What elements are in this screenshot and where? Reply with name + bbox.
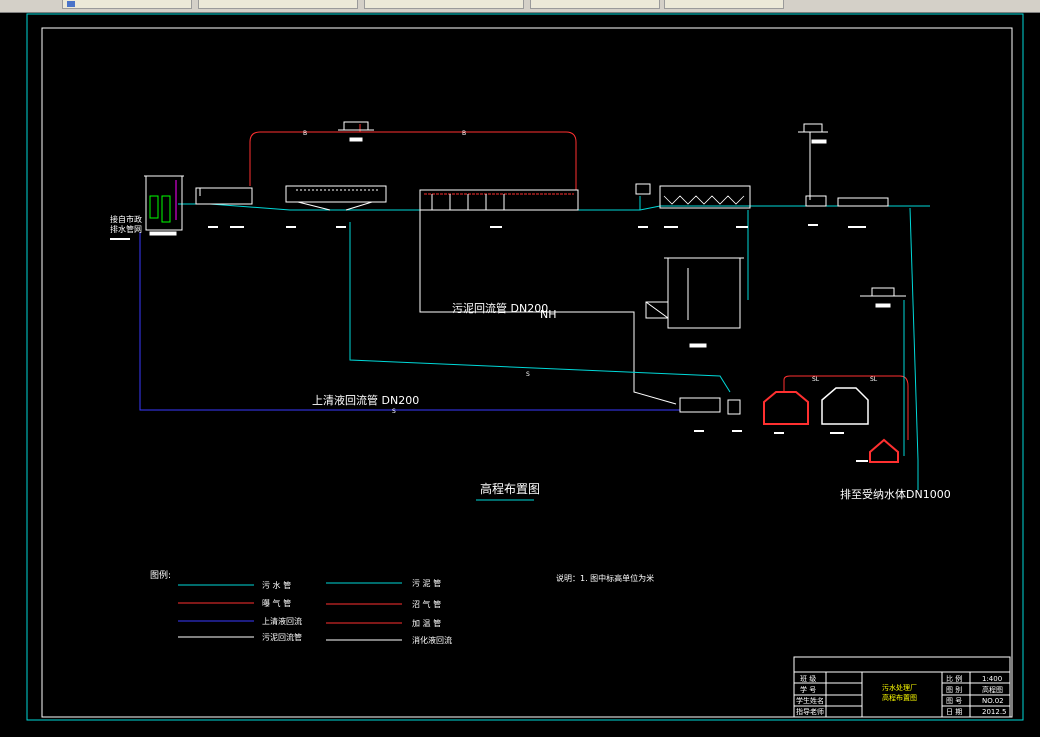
air-pipe xyxy=(249,131,577,190)
discharge-label: 排至受纳水体DN1000 xyxy=(840,487,951,501)
drawing-title: 高程布置图 xyxy=(480,481,540,496)
document-tab-5[interactable] xyxy=(664,0,784,9)
contact-tank xyxy=(805,195,889,207)
sheet-icon xyxy=(67,1,75,7)
grit-chamber xyxy=(195,187,253,205)
document-tab-3[interactable] xyxy=(364,0,524,9)
pipe-s-tag-2: S xyxy=(392,408,396,415)
digester-2 xyxy=(821,387,869,425)
tb-date-value: 2012.5 xyxy=(982,708,1007,716)
thickener xyxy=(679,397,741,415)
drawing-note: 说明：1. 图中标高单位为米 xyxy=(556,573,654,583)
tb-project-name: 污水处理厂 xyxy=(882,683,917,692)
secondary-clarifier xyxy=(635,183,751,209)
inlet-pump-well xyxy=(144,175,184,236)
tb-scale-value: 1:400 xyxy=(982,675,1002,683)
pipe-sl-tag: SL xyxy=(812,376,820,383)
cad-drawing-canvas[interactable]: 污泥回流管 DN200 NH 上清液回流管 DN200 排至受纳水体DN1000… xyxy=(0,12,1040,733)
tb-student-id: 学 号 xyxy=(800,685,816,694)
sludge-pump-house xyxy=(645,257,744,348)
legend-label-digestate: 消化液回流 xyxy=(412,635,452,645)
sewage-main-line xyxy=(178,196,930,490)
legend-label-sludge-return: 污泥回流管 xyxy=(262,632,302,642)
legend-label-sewage: 污 水 管 xyxy=(262,580,291,590)
inlet-note-2: 排水管网 xyxy=(110,224,142,234)
outer-frame xyxy=(26,13,1024,721)
legend-label-heating: 加 温 管 xyxy=(412,618,441,628)
legend-heading: 图例: xyxy=(150,569,171,581)
document-tab-2[interactable] xyxy=(198,0,358,9)
nh-label: NH xyxy=(540,308,557,321)
biogas-pipe xyxy=(783,375,909,440)
document-tab-strip xyxy=(0,0,1040,13)
supernatant-return-label: 上清液回流管 DN200 xyxy=(312,393,419,407)
elevation-drawing: 污泥回流管 DN200 NH 上清液回流管 DN200 排至受纳水体DN1000… xyxy=(26,13,1024,721)
legend-label-supernatant: 上清液回流 xyxy=(262,616,302,626)
inner-frame xyxy=(41,27,1013,718)
primary-clarifier xyxy=(285,185,387,211)
pipe-s-tag: S xyxy=(526,371,530,378)
tb-number-key: 图 号 xyxy=(946,697,962,705)
sludge-return-label: 污泥回流管 DN200 xyxy=(452,301,548,315)
pipe-sl-tag-2: SL xyxy=(870,376,878,383)
blower-house-top xyxy=(338,121,374,142)
supernatant-return-line xyxy=(139,232,680,411)
title-block xyxy=(793,656,1011,718)
tb-type-value: 高程图 xyxy=(982,685,1003,694)
document-tab-4[interactable] xyxy=(530,0,660,9)
document-tab-1[interactable] xyxy=(62,0,192,9)
elevated-tank-right xyxy=(798,123,828,200)
tb-advisor: 指导老师 xyxy=(796,707,824,716)
tb-student-name: 学生姓名 xyxy=(796,696,824,705)
legend: 图例: 污 水 管 曝 气 管 上清液回流 污泥回流管 污 泥 管 沼 气 管 … xyxy=(150,569,452,645)
elevation-tags xyxy=(110,224,868,462)
digester-1 xyxy=(763,391,809,425)
legend-label-air: 曝 气 管 xyxy=(262,598,291,608)
sludge-return-line xyxy=(419,210,677,405)
pipe-b-tag: B xyxy=(303,130,307,137)
tb-class: 班 级 xyxy=(800,674,816,683)
sludge-pipe xyxy=(349,222,731,393)
legend-label-sludge: 污 泥 管 xyxy=(412,578,441,588)
aeration-tank xyxy=(419,189,579,211)
outfall-chamber xyxy=(860,287,906,308)
legend-label-biogas: 沼 气 管 xyxy=(412,599,441,609)
inlet-note-1: 接自市政 xyxy=(110,214,142,224)
pipe-b-tag-2: B xyxy=(462,130,466,137)
tb-drawing-name: 高程布置图 xyxy=(882,693,917,702)
tb-date-key: 日 期 xyxy=(946,708,962,716)
tb-type-key: 图 别 xyxy=(946,685,962,694)
tb-scale-key: 比 例 xyxy=(946,674,962,683)
tb-number-value: NO.02 xyxy=(982,697,1004,705)
gas-holder xyxy=(869,438,899,463)
